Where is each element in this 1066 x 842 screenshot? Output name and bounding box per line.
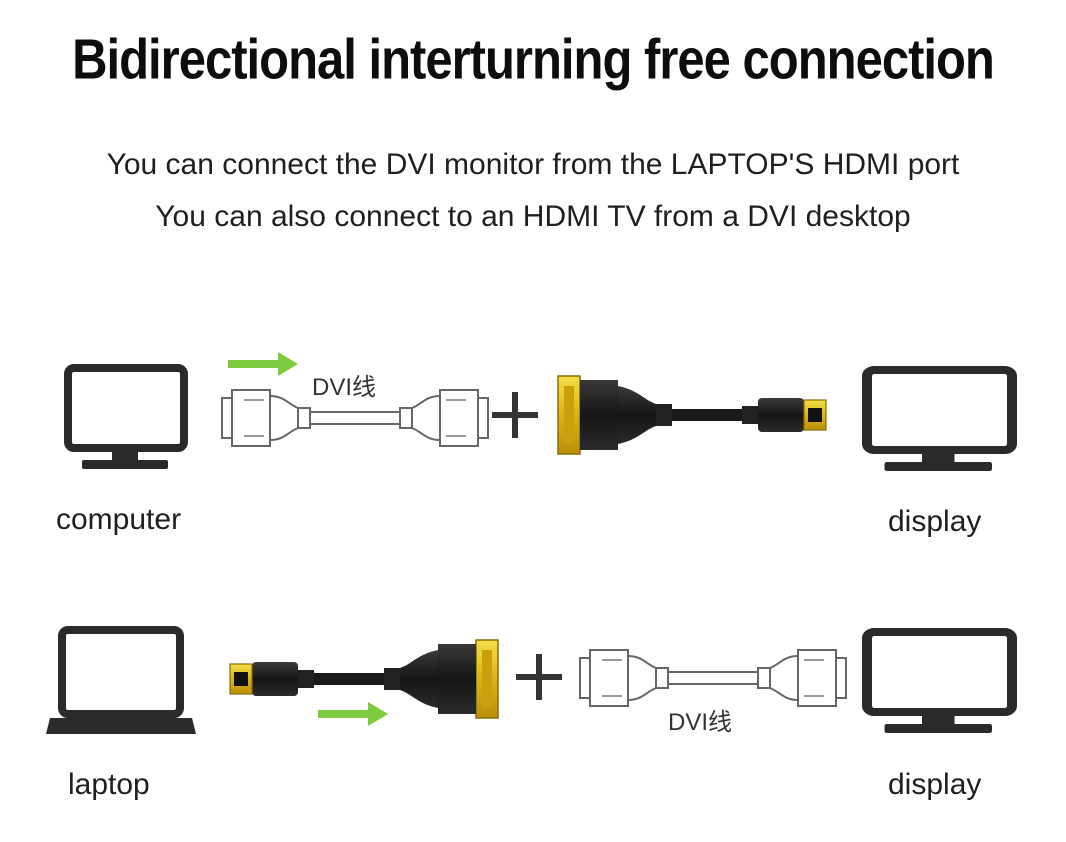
subtitle-line-2: You can also connect to an HDMI TV from … bbox=[155, 200, 911, 233]
laptop-icon bbox=[46, 626, 196, 734]
monitor-icon bbox=[867, 632, 1012, 733]
plus-sign bbox=[516, 654, 562, 700]
page-title: Bidirectional interturning free connecti… bbox=[72, 29, 995, 92]
cable-label: DVI线 bbox=[668, 709, 733, 736]
target-label-display: display bbox=[888, 505, 982, 538]
target-label-display: display bbox=[888, 768, 982, 801]
hdmi-to-dvi-adapter bbox=[557, 375, 827, 455]
plus-sign bbox=[492, 392, 538, 438]
monitor-icon bbox=[867, 370, 1012, 471]
source-label-computer: computer bbox=[56, 503, 182, 536]
arrow-right-icon bbox=[318, 702, 388, 726]
source-label-laptop: laptop bbox=[68, 768, 150, 801]
hdmi-to-dvi-adapter bbox=[229, 639, 499, 719]
cable-label: DVI线 bbox=[312, 374, 377, 401]
dvi-cable-outline bbox=[579, 649, 847, 707]
monitor-icon bbox=[68, 368, 184, 469]
subtitle-line-1: You can connect the DVI monitor from the… bbox=[106, 148, 960, 181]
arrow-right-icon bbox=[228, 352, 298, 376]
